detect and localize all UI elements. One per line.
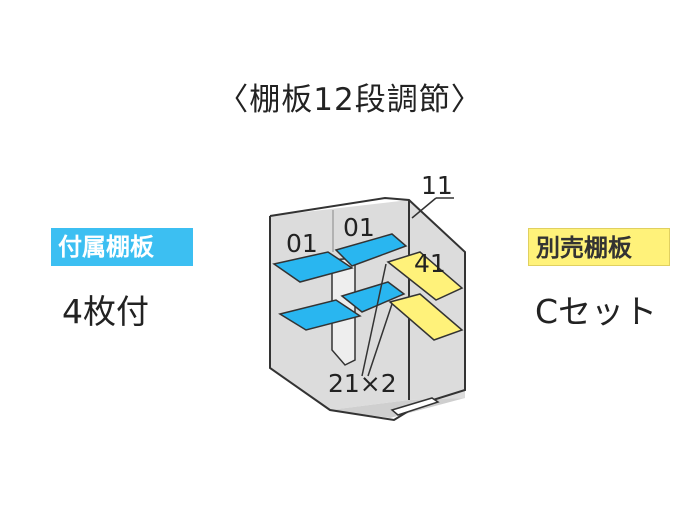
label-shelf-a: 01: [286, 229, 318, 258]
label-top-count: 11: [421, 171, 453, 200]
optional-shelves-set: Cセット: [535, 292, 658, 331]
label-post-count: 21×2: [328, 369, 397, 398]
blue-shelf-lower-left: [278, 299, 362, 331]
yellow-shelf-lower: [388, 293, 464, 341]
shed-outline: [269, 196, 466, 422]
blue-shelf-lower-right: [340, 281, 406, 313]
label-shelf-b: 01: [343, 213, 375, 242]
included-shelves-badge: 付属棚板: [51, 228, 193, 266]
leader-top: [411, 197, 437, 219]
included-shelves-count: 4枚付: [62, 292, 149, 331]
door-sill: [390, 397, 440, 416]
blue-shelf-upper-right: [334, 233, 408, 267]
leader-post-2: [367, 303, 393, 377]
page-title: 〈棚板12段調節〉: [217, 82, 483, 118]
optional-shelves-badge: 別売棚板: [528, 228, 670, 266]
leader-post-1: [361, 263, 387, 377]
blue-shelf-upper-left: [272, 251, 354, 283]
label-yellow-count: 41: [414, 249, 446, 278]
yellow-shelf-upper: [386, 251, 464, 301]
